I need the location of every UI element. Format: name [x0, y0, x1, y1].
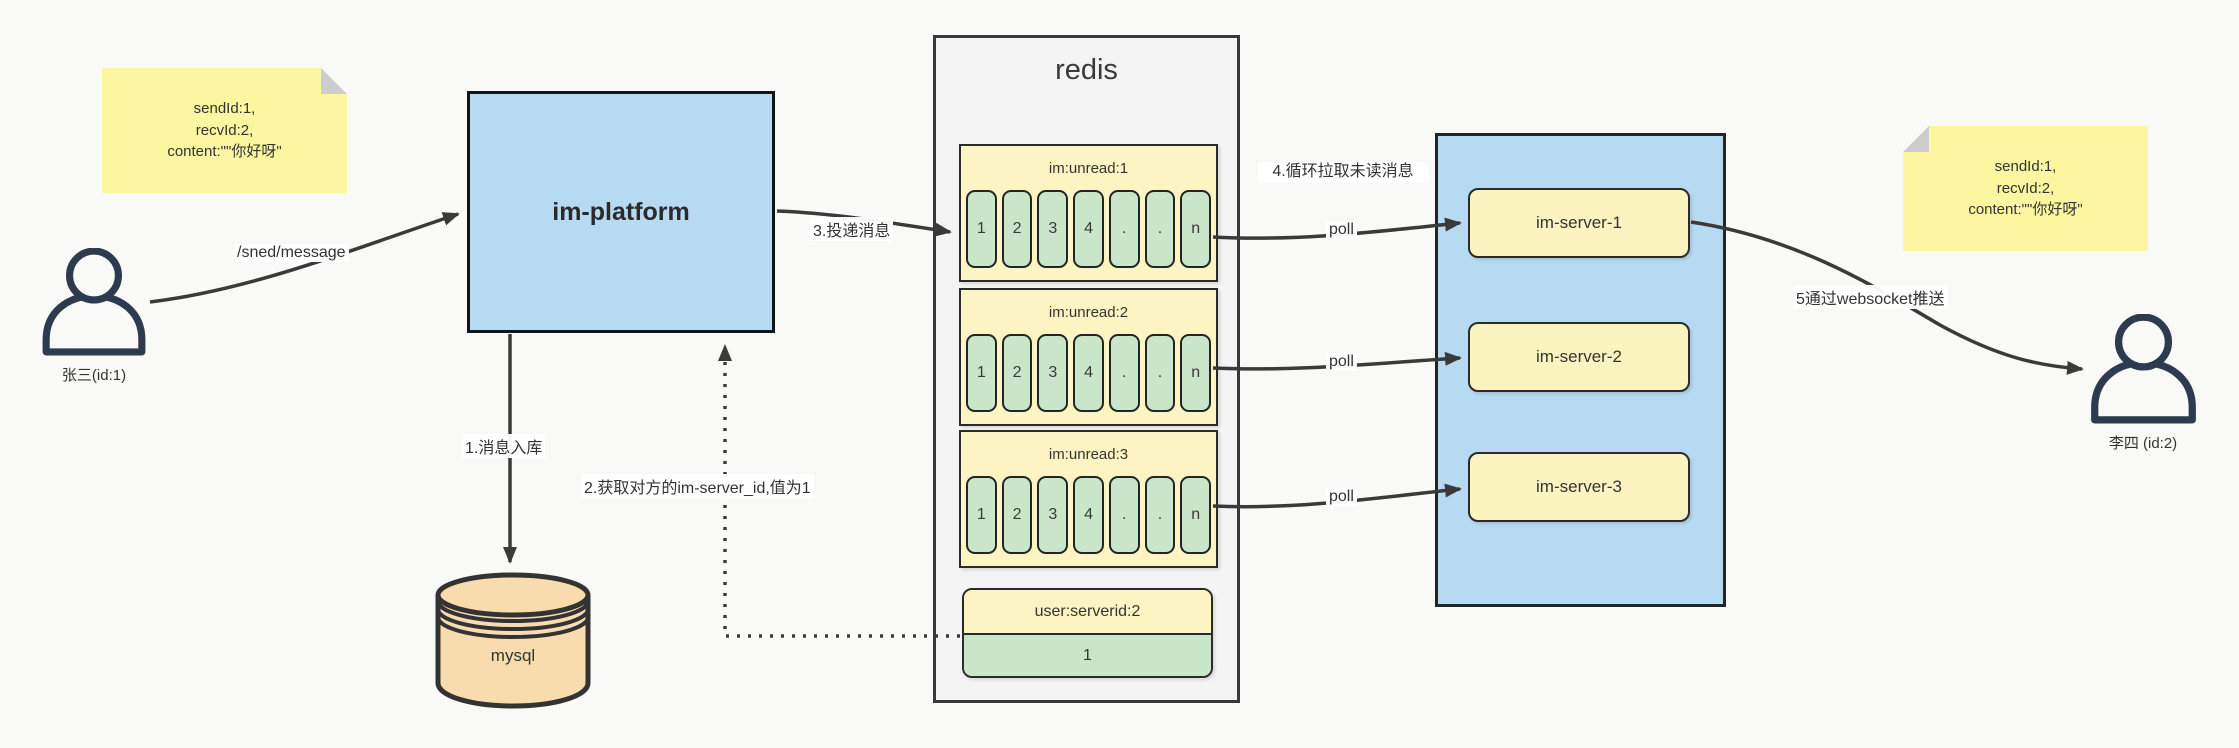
sender-name-label: 张三(id:1) — [61, 367, 127, 384]
unread-row-cells: 1 2 3 4 . . n — [961, 190, 1216, 268]
folded-corner-icon — [321, 68, 347, 94]
unread-cell: 4 — [1073, 476, 1104, 554]
unread-cell: n — [1180, 476, 1212, 554]
note-line: recvId:2, — [1996, 179, 2055, 197]
im-server-2-node: im-server-2 — [1468, 322, 1690, 392]
note-text: sendId:1, recvId:2, content:""你好呀" — [1903, 126, 2148, 251]
unread-cell: 1 — [966, 190, 997, 268]
im-server-label: im-server-2 — [1536, 347, 1622, 366]
unread-cell: 2 — [1001, 476, 1033, 554]
note-sender-payload: sendId:1, recvId:2, content:""你好呀" — [102, 68, 347, 193]
unread-row-header: im:unread:3 — [1048, 445, 1129, 463]
unread-row-cells: 1 2 3 4 . . n — [961, 334, 1216, 412]
unread-cell: . — [1108, 190, 1140, 268]
unread-cell: 3 — [1037, 476, 1069, 554]
unread-cell: 2 — [1001, 190, 1033, 268]
unread-cell: . — [1108, 476, 1140, 554]
edge-label-poll-2: poll — [1326, 353, 1357, 371]
edge-label-step2-get-server-id: 2.获取对方的im-server_id,值为1 — [581, 474, 814, 498]
unread-row-header: im:unread:2 — [1048, 303, 1129, 321]
note-line: recvId:2, — [195, 121, 254, 139]
unread-row-cells: 1 2 3 4 . . n — [961, 476, 1216, 554]
unread-cell: 3 — [1037, 334, 1069, 412]
im-server-label: im-server-1 — [1536, 213, 1622, 232]
unread-cell: . — [1144, 190, 1176, 268]
unread-cell: n — [1180, 190, 1212, 268]
edge-label-poll-1: poll — [1326, 221, 1357, 239]
redis-row-unread-3: im:unread:3 1 2 3 4 . . n — [959, 430, 1218, 568]
im-server-label: im-server-3 — [1536, 477, 1622, 496]
mapping-header: user:serverid:2 — [964, 590, 1211, 635]
note-line: content:""你好呀" — [167, 143, 282, 161]
im-server-3-node: im-server-3 — [1468, 452, 1690, 522]
edge-label-send-endpoint: /sned/message — [234, 244, 349, 262]
note-receiver-payload: sendId:1, recvId:2, content:""你好呀" — [1903, 126, 2148, 251]
sender-user-icon — [38, 247, 150, 356]
receiver-user-icon — [2086, 313, 2201, 424]
unread-cell: n — [1180, 334, 1212, 412]
redis-row-unread-2: im:unread:2 1 2 3 4 . . n — [959, 288, 1218, 426]
unread-cell: 1 — [966, 334, 997, 412]
edge-label-step1-store-message: 1.消息入库 — [462, 434, 546, 458]
im-platform-title: im-platform — [552, 197, 690, 226]
edge-label-step5-websocket-push: 5通过websocket推送 — [1793, 285, 1948, 309]
unread-cell: 2 — [1001, 334, 1033, 412]
redis-row-unread-1: im:unread:1 1 2 3 4 . . n — [959, 144, 1218, 282]
edge-label-step3-deliver-message: 3.投递消息 — [810, 217, 894, 241]
unread-cell: 4 — [1073, 334, 1104, 412]
mysql-database-icon: mysql — [433, 570, 593, 710]
redis-mapping-node: user:serverid:2 1 — [962, 588, 1213, 678]
note-line: sendId:1, — [1994, 157, 2057, 175]
im-server-1-node: im-server-1 — [1468, 188, 1690, 258]
unread-cell: 3 — [1037, 190, 1069, 268]
unread-cell: . — [1108, 334, 1140, 412]
mapping-value: 1 — [964, 635, 1211, 676]
note-text: sendId:1, recvId:2, content:""你好呀" — [102, 68, 347, 193]
note-line: content:""你好呀" — [1968, 201, 2083, 219]
mysql-label: mysql — [490, 646, 536, 665]
edge-label-poll-3: poll — [1326, 488, 1357, 506]
im-platform-node: im-platform — [467, 91, 775, 333]
edge-label-step4-loop-pull-unread: 4.循环拉取未读消息 — [1258, 162, 1428, 183]
redis-title: redis — [1055, 54, 1118, 86]
unread-cell: 1 — [966, 476, 997, 554]
note-line: sendId:1, — [193, 99, 256, 117]
unread-cell: 4 — [1073, 190, 1104, 268]
receiver-name-label: 李四 (id:2) — [2108, 435, 2178, 452]
unread-row-header: im:unread:1 — [1048, 159, 1129, 177]
folded-corner-icon — [1903, 126, 1929, 152]
unread-cell: . — [1144, 334, 1176, 412]
unread-cell: . — [1144, 476, 1176, 554]
